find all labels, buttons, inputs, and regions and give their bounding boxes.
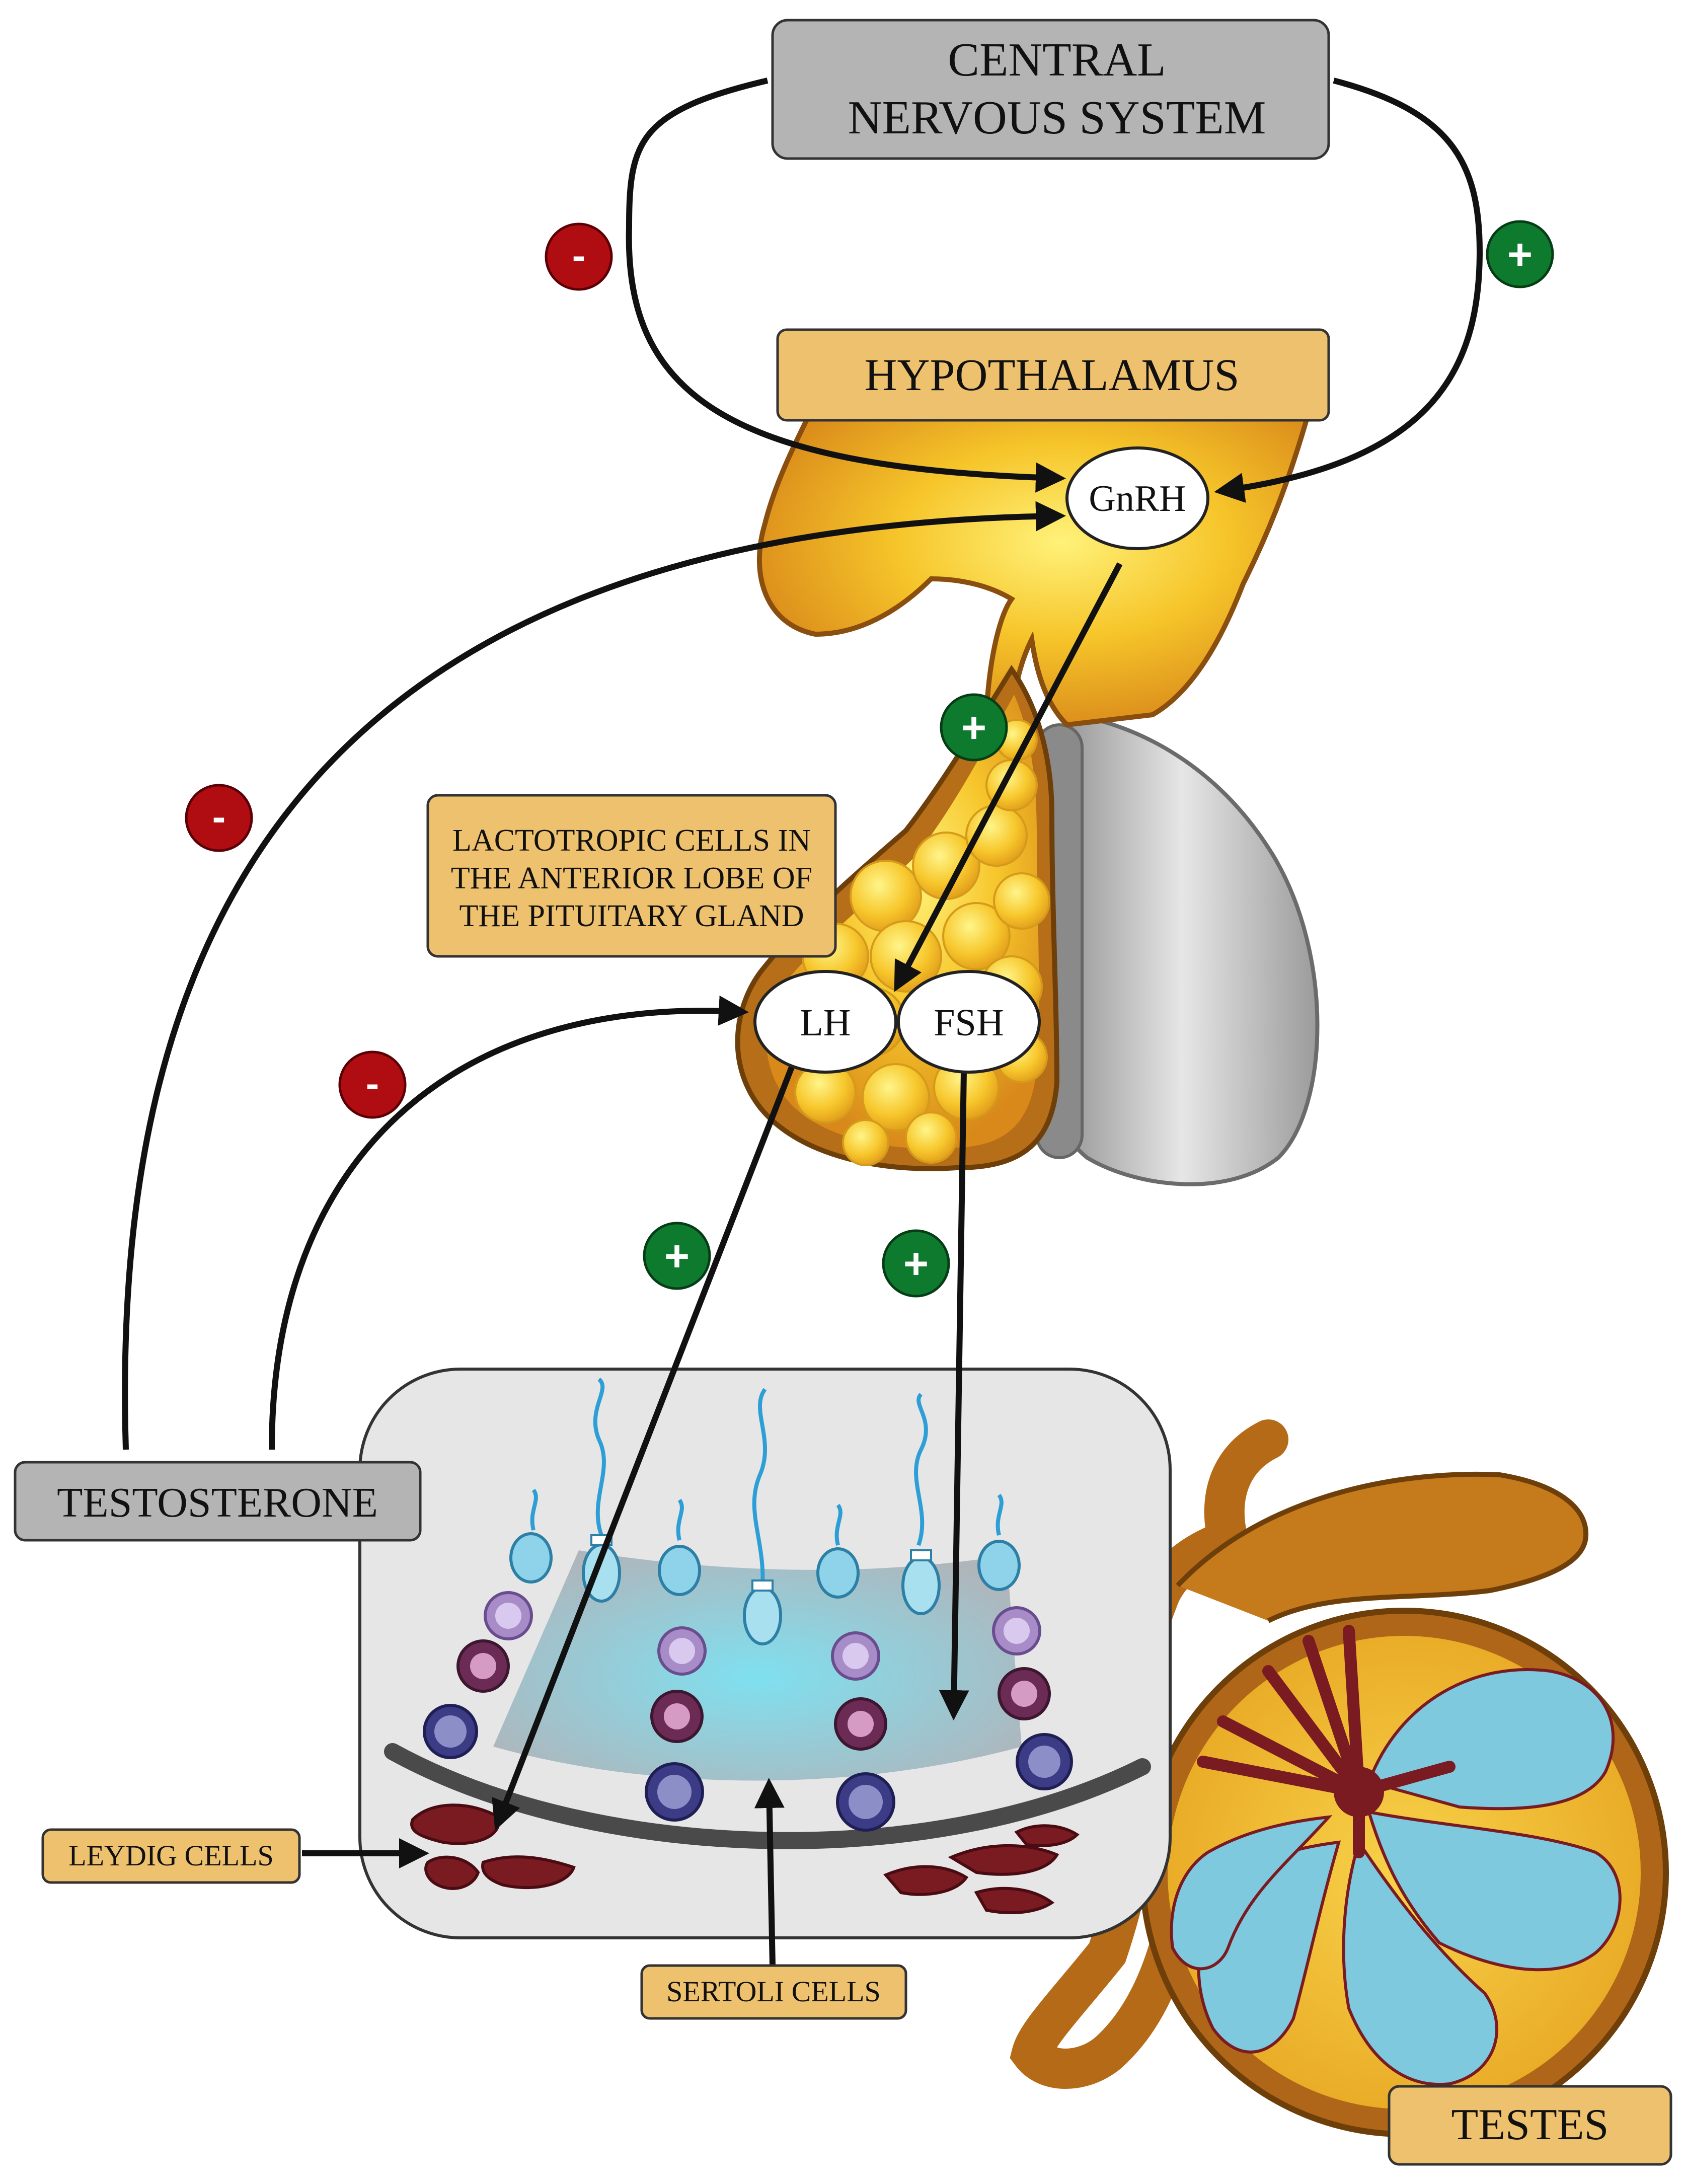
arrow-gnrh-to-pituitary [894,562,1123,992]
plus-badge-gnrh: + [940,693,1008,762]
rete-testis [1197,1625,1456,1858]
minus-sign-testosterone-gnrh: - [212,794,226,839]
gnrh-bubble: GnRH [1065,446,1209,550]
posterior-pituitary-lobe [1044,712,1320,1186]
pathway-arrows [122,78,1483,1966]
germ-cells [423,1532,1073,1832]
hypothalamus-label: HYPOTHALAMUS [864,350,1239,400]
lactotropic-label-line1: LACTOTROPIC CELLS IN [452,823,811,858]
plus-sign-fsh: + [903,1240,929,1288]
fsh-bubble: FSH [897,970,1041,1074]
arrow-testosterone-to-lh [269,995,749,1450]
spermatozoa [530,1377,1004,1586]
testosterone-box: TESTOSTERONE [14,1461,422,1542]
sertoli-label: SERTOLI CELLS [666,1975,881,2008]
basement-membrane [384,1743,1151,1849]
plus-badge-fsh: + [882,1229,950,1298]
gnrh-label: GnRH [1089,478,1186,519]
minus-badge-cns: - [545,222,613,291]
testis-illustration [1010,1419,1669,2137]
plus-sign-lh: + [664,1232,690,1281]
leydig-cells [410,1803,1080,1914]
testosterone-label: TESTOSTERONE [57,1479,378,1526]
testes-box: TESTES [1388,2085,1672,2166]
cns-label-line2: NERVOUS SYSTEM [848,92,1266,144]
arrow-sertoli-label [754,1778,785,1966]
lactotropic-label-line3: THE PITUITARY GLAND [460,899,804,933]
hypothalamus-shape [756,410,1312,739]
hypothalamus-box: HYPOTHALAMUS [776,328,1330,422]
lactotropic-box: LACTOTROPIC CELLS IN THE ANTERIOR LOBE O… [426,794,837,958]
arrow-testosterone-to-gnrh [122,501,1066,1450]
lactotropic-label-line2: THE ANTERIOR LOBE OF [451,861,812,895]
cns-box: CENTRAL NERVOUS SYSTEM [771,19,1330,160]
cns-label-line1: CENTRAL [948,34,1166,86]
minus-badge-testosterone-lh: - [338,1050,407,1119]
arrow-cns-to-gnrh-right [1214,78,1483,503]
leydig-label: LEYDIG CELLS [68,1839,274,1872]
arrow-fsh-to-sertoli [939,1072,969,1720]
leydig-box: LEYDIG CELLS [41,1828,301,1884]
fsh-label: FSH [934,1002,1004,1044]
epididymis-head [1176,1471,1589,1623]
plus-sign-gnrh: + [961,704,986,752]
minus-badge-testosterone-gnrh: - [185,784,253,852]
plus-badge-cns: + [1486,220,1554,288]
tubule-lumen [493,1550,1022,1781]
arrow-cns-to-gnrh-left [626,78,1066,493]
sperm-heads [582,1534,941,1645]
minus-sign-testosterone-lh: - [366,1061,379,1106]
plus-sign-cns: + [1507,231,1533,279]
lh-bubble: LH [753,970,897,1074]
seminiferous-tubule-panel [358,1368,1172,1939]
rete-center [1334,1767,1384,1817]
lh-label: LH [800,1002,851,1044]
testes-label: TESTES [1451,2100,1609,2149]
minus-sign-cns: - [572,233,586,278]
sertoli-box: SERTOLI CELLS [640,1964,907,2020]
plus-badge-lh: + [643,1222,711,1290]
arrow-lh-to-leydig [492,1063,796,1831]
